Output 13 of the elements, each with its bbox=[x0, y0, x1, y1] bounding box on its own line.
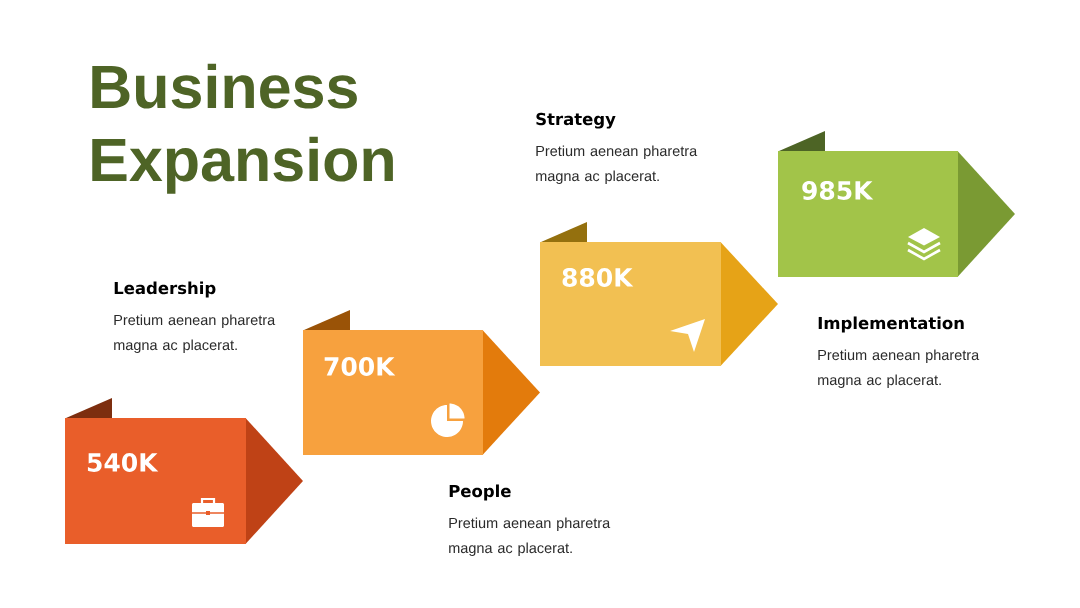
arrow-box: 700K bbox=[303, 310, 540, 455]
step-description: Pretium aenean pharetra magna ac placerat. bbox=[818, 349, 980, 388]
step-description: Pretium aenean pharetra magna ac placerat. bbox=[449, 517, 611, 556]
step-heading: Implementation bbox=[818, 316, 964, 333]
step-description: Pretium aenean pharetra magna ac placerat. bbox=[536, 145, 698, 184]
arrow-box: 540K bbox=[65, 398, 303, 544]
step-heading: Leadership bbox=[114, 281, 216, 298]
arrow-box: 985K bbox=[778, 131, 1015, 277]
step-heading: People bbox=[449, 484, 511, 501]
step-heading: Strategy bbox=[536, 112, 616, 129]
arrow-box: 880K bbox=[540, 222, 778, 366]
step-description: Pretium aenean pharetra magna ac placerat. bbox=[114, 314, 276, 353]
title: Business Expansion bbox=[92, 63, 393, 194]
